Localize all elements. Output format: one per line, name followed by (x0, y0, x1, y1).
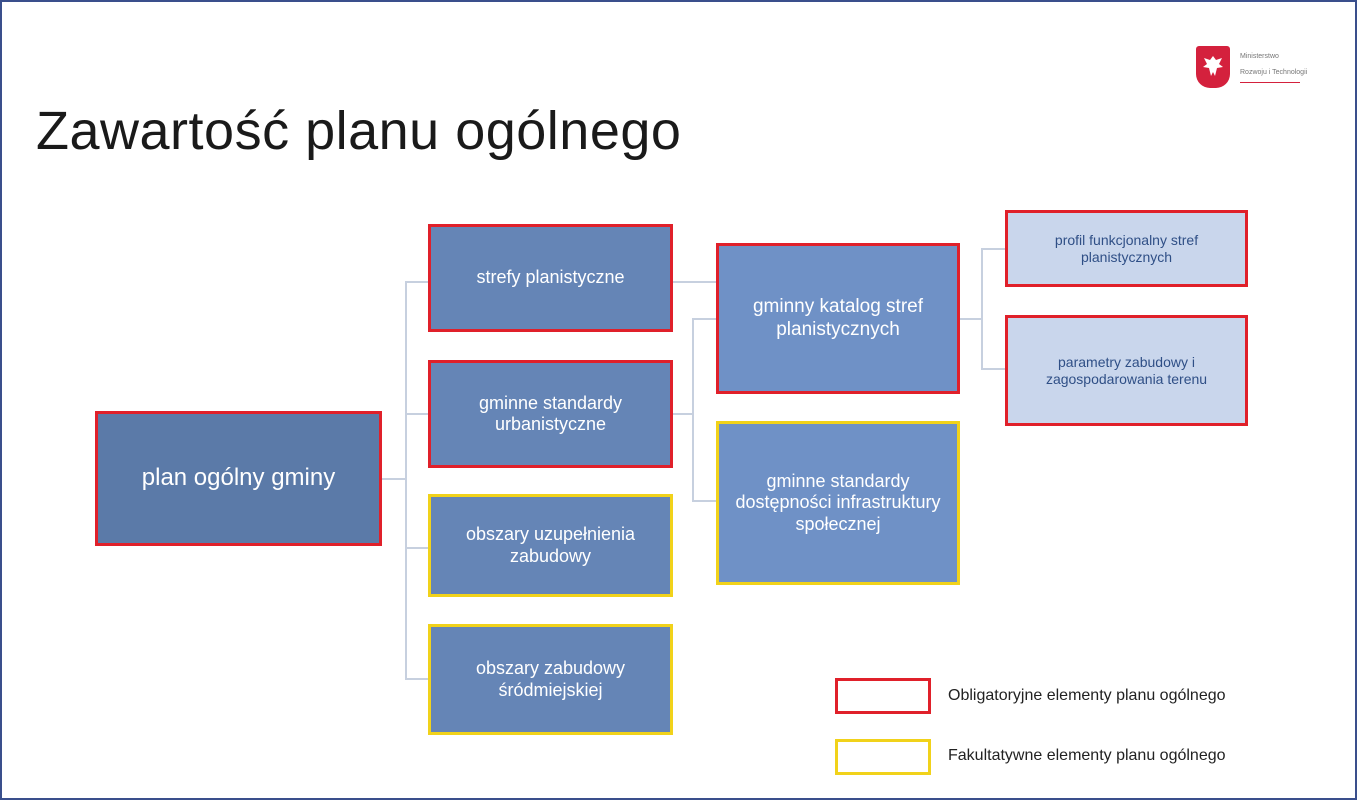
level1-box-standardy: gminne standardy urbanistyczne (428, 360, 673, 468)
connector-spine2-to-dostepnosci (692, 500, 716, 502)
connector-strefy-to-katalog (672, 281, 716, 283)
level3-label: parametry zabudowy i zagospodarowania te… (1045, 353, 1208, 387)
logo-text-line1: Ministerstwo (1240, 53, 1279, 60)
page-title: Zawartość planu ogólnego (36, 101, 682, 161)
root-label: plan ogólny gminy (141, 464, 336, 492)
level3-box-profil: profil funkcjonalny stref planistycznych (1005, 210, 1248, 287)
level2-box-katalog: gminny katalog stref planistycznych (716, 243, 960, 394)
connector-spine3-to-parametry (981, 368, 1005, 370)
level1-label: gminne standardy urbanistyczne (478, 392, 623, 434)
connector-spine-to-uzupelnienia (405, 547, 428, 549)
legend-optional-swatch (835, 739, 931, 775)
level1-box-uzupelnienia: obszary uzupełnienia zabudowy (428, 494, 673, 597)
eagle-emblem-icon (1196, 46, 1230, 88)
level1-label: strefy planistyczne (476, 267, 625, 288)
legend-mandatory-swatch (835, 678, 931, 714)
level1-box-srodmiejskiej: obszary zabudowy śródmiejskiej (428, 624, 673, 735)
legend-optional-label: Fakultatywne elementy planu ogólnego (948, 747, 1226, 764)
ministry-logo: Ministerstwo Rozwoju i Technologii (1196, 46, 1307, 88)
level1-label: obszary zabudowy śródmiejskiej (475, 658, 626, 700)
level3-box-parametry: parametry zabudowy i zagospodarowania te… (1005, 315, 1248, 426)
connector-spine3-to-profil (981, 248, 1005, 250)
logo-text-block: Ministerstwo Rozwoju i Technologii (1240, 46, 1307, 83)
level1-box-strefy: strefy planistyczne (428, 224, 673, 332)
logo-underline (1240, 82, 1300, 83)
legend-mandatory-label: Obligatoryjne elementy planu ogólnego (948, 687, 1226, 704)
connector-spine2-to-katalog (692, 318, 716, 320)
connector-spine-to-standardy (405, 413, 428, 415)
connector-level1-spine (405, 281, 407, 680)
level2-box-dostepnosci: gminne standardy dostępności infrastrukt… (716, 421, 960, 585)
connector-standardy-to-spine2 (672, 413, 694, 415)
connector-katalog-to-spine3 (959, 318, 983, 320)
connector-spine-to-strefy (405, 281, 428, 283)
connector-spine-to-srodmiejskiej (405, 678, 428, 680)
connector-root-to-spine (381, 478, 405, 480)
root-box: plan ogólny gminy (95, 411, 382, 546)
level2-label: gminny katalog stref planistycznych (752, 296, 924, 340)
logo-text-line2: Rozwoju i Technologii (1240, 69, 1308, 76)
connector-level2-spine (692, 318, 694, 502)
level2-label: gminne standardy dostępności infrastrukt… (735, 471, 941, 534)
level1-label: obszary uzupełnienia zabudowy (465, 524, 636, 566)
connector-level3-spine (981, 248, 983, 370)
level3-label: profil funkcjonalny stref planistycznych (1054, 231, 1199, 265)
